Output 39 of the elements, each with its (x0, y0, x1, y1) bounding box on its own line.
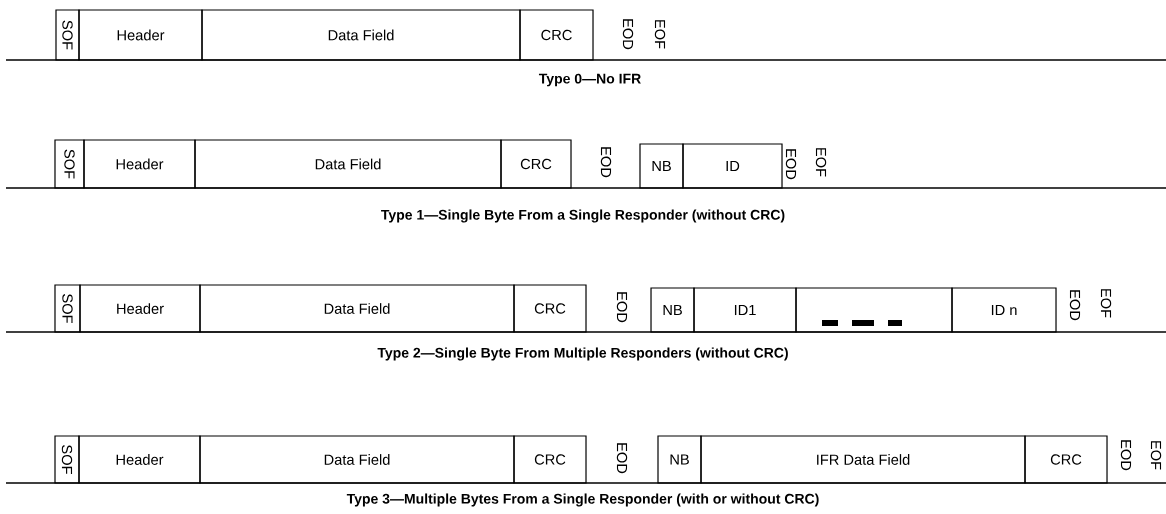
field-box: SOF (54, 435, 80, 484)
field-box: CRC (513, 284, 587, 333)
field-box: Data Field (199, 435, 515, 484)
field-box (795, 287, 953, 333)
field-label: EOF (1150, 441, 1162, 470)
field-box: Data Field (201, 9, 521, 61)
caption: Type 0—No IFR (538, 73, 641, 87)
field-box: ID (682, 143, 783, 189)
field-box: SOF (54, 284, 81, 333)
field-box: ID n (951, 287, 1057, 333)
field-box: NB (639, 143, 684, 189)
field-box: ID1 (693, 287, 797, 333)
field-box: SOF (55, 9, 80, 61)
field-label: EOF (1100, 289, 1112, 318)
field-box: Header (79, 284, 201, 333)
caption: Type 3—Multiple Bytes From a Single Responder (with or without CRC) (346, 493, 819, 507)
field-box: CRC (513, 435, 587, 484)
field-label: EOD (1120, 440, 1132, 471)
field-label: EOF (815, 148, 827, 177)
field-box: IFR Data Field (700, 435, 1026, 484)
field-box: NB (650, 287, 695, 333)
field-box: CRC (519, 9, 594, 61)
field-label: EOD (616, 292, 628, 323)
field-box: Data Field (199, 284, 515, 333)
caption: Type 2—Single Byte From Multiple Responders (without CRC) (377, 347, 788, 361)
field-box: Header (78, 435, 201, 484)
caption: Type 1—Single Byte From a Single Responder (without CRC) (381, 209, 785, 223)
field-box: CRC (1024, 435, 1108, 484)
field-box: SOF (54, 139, 85, 189)
field-label: EOD (616, 443, 628, 474)
field-box: Header (83, 139, 196, 189)
field-label: EOD (600, 147, 612, 178)
field-box: Data Field (194, 139, 502, 189)
field-box: NB (657, 435, 702, 484)
field-box: Header (78, 9, 203, 61)
field-label: EOD (622, 19, 634, 50)
field-box: CRC (500, 139, 572, 189)
field-label: EOD (1069, 290, 1081, 321)
field-label: EOF (654, 20, 666, 49)
